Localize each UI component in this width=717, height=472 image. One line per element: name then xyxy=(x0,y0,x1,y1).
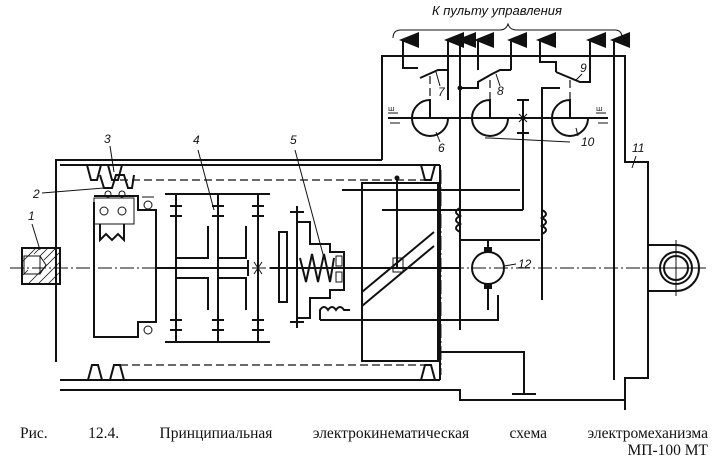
label-12: 12 xyxy=(518,257,532,271)
label-2: 2 xyxy=(32,187,40,201)
mounting-lug-1 xyxy=(21,247,61,285)
svg-text:ш: ш xyxy=(388,105,394,113)
caption-word-2: электрокинематическая xyxy=(312,425,470,442)
electrokinematic-schematic: К пульту управления xyxy=(10,3,706,410)
label-5: 5 xyxy=(290,133,297,147)
caption-word-3: схема xyxy=(509,425,548,442)
label-11: 11 xyxy=(632,141,644,155)
label-7: 7 xyxy=(438,85,446,99)
control-panel-label: К пульту управления xyxy=(432,3,562,18)
caption-number: 12.4. xyxy=(88,425,120,442)
figure-caption: Рис. 12.4. Принципиальная электрокинемат… xyxy=(20,425,708,459)
caption-word-4: электромеханизма xyxy=(587,425,708,442)
label-10: 10 xyxy=(581,135,595,149)
label-9: 9 xyxy=(580,61,587,75)
label-6: 6 xyxy=(438,141,445,155)
limit-switch-assembly: ш ш xyxy=(382,58,608,300)
label-1: 1 xyxy=(28,209,35,223)
part-labels: 1 2 3 4 5 6 7 8 9 10 11 12 xyxy=(28,61,644,271)
electric-motor-12 xyxy=(455,200,547,310)
label-8: 8 xyxy=(497,84,504,98)
caption-word-1: Принципиальная xyxy=(159,425,273,442)
caption-model: МП-100 МТ xyxy=(627,442,708,459)
drive-body xyxy=(55,164,625,401)
label-brace xyxy=(392,22,623,39)
mounting-lug-right xyxy=(642,240,706,296)
inner-carrier xyxy=(93,195,157,338)
housing-11 xyxy=(381,55,649,410)
roller-2 xyxy=(99,174,135,198)
ground-symbol xyxy=(440,351,536,395)
screw-nut-frame xyxy=(342,175,520,362)
svg-text:ш: ш xyxy=(596,105,602,113)
caption-fig: Рис. xyxy=(20,425,48,442)
label-4: 4 xyxy=(193,133,200,147)
label-3: 3 xyxy=(104,132,111,146)
